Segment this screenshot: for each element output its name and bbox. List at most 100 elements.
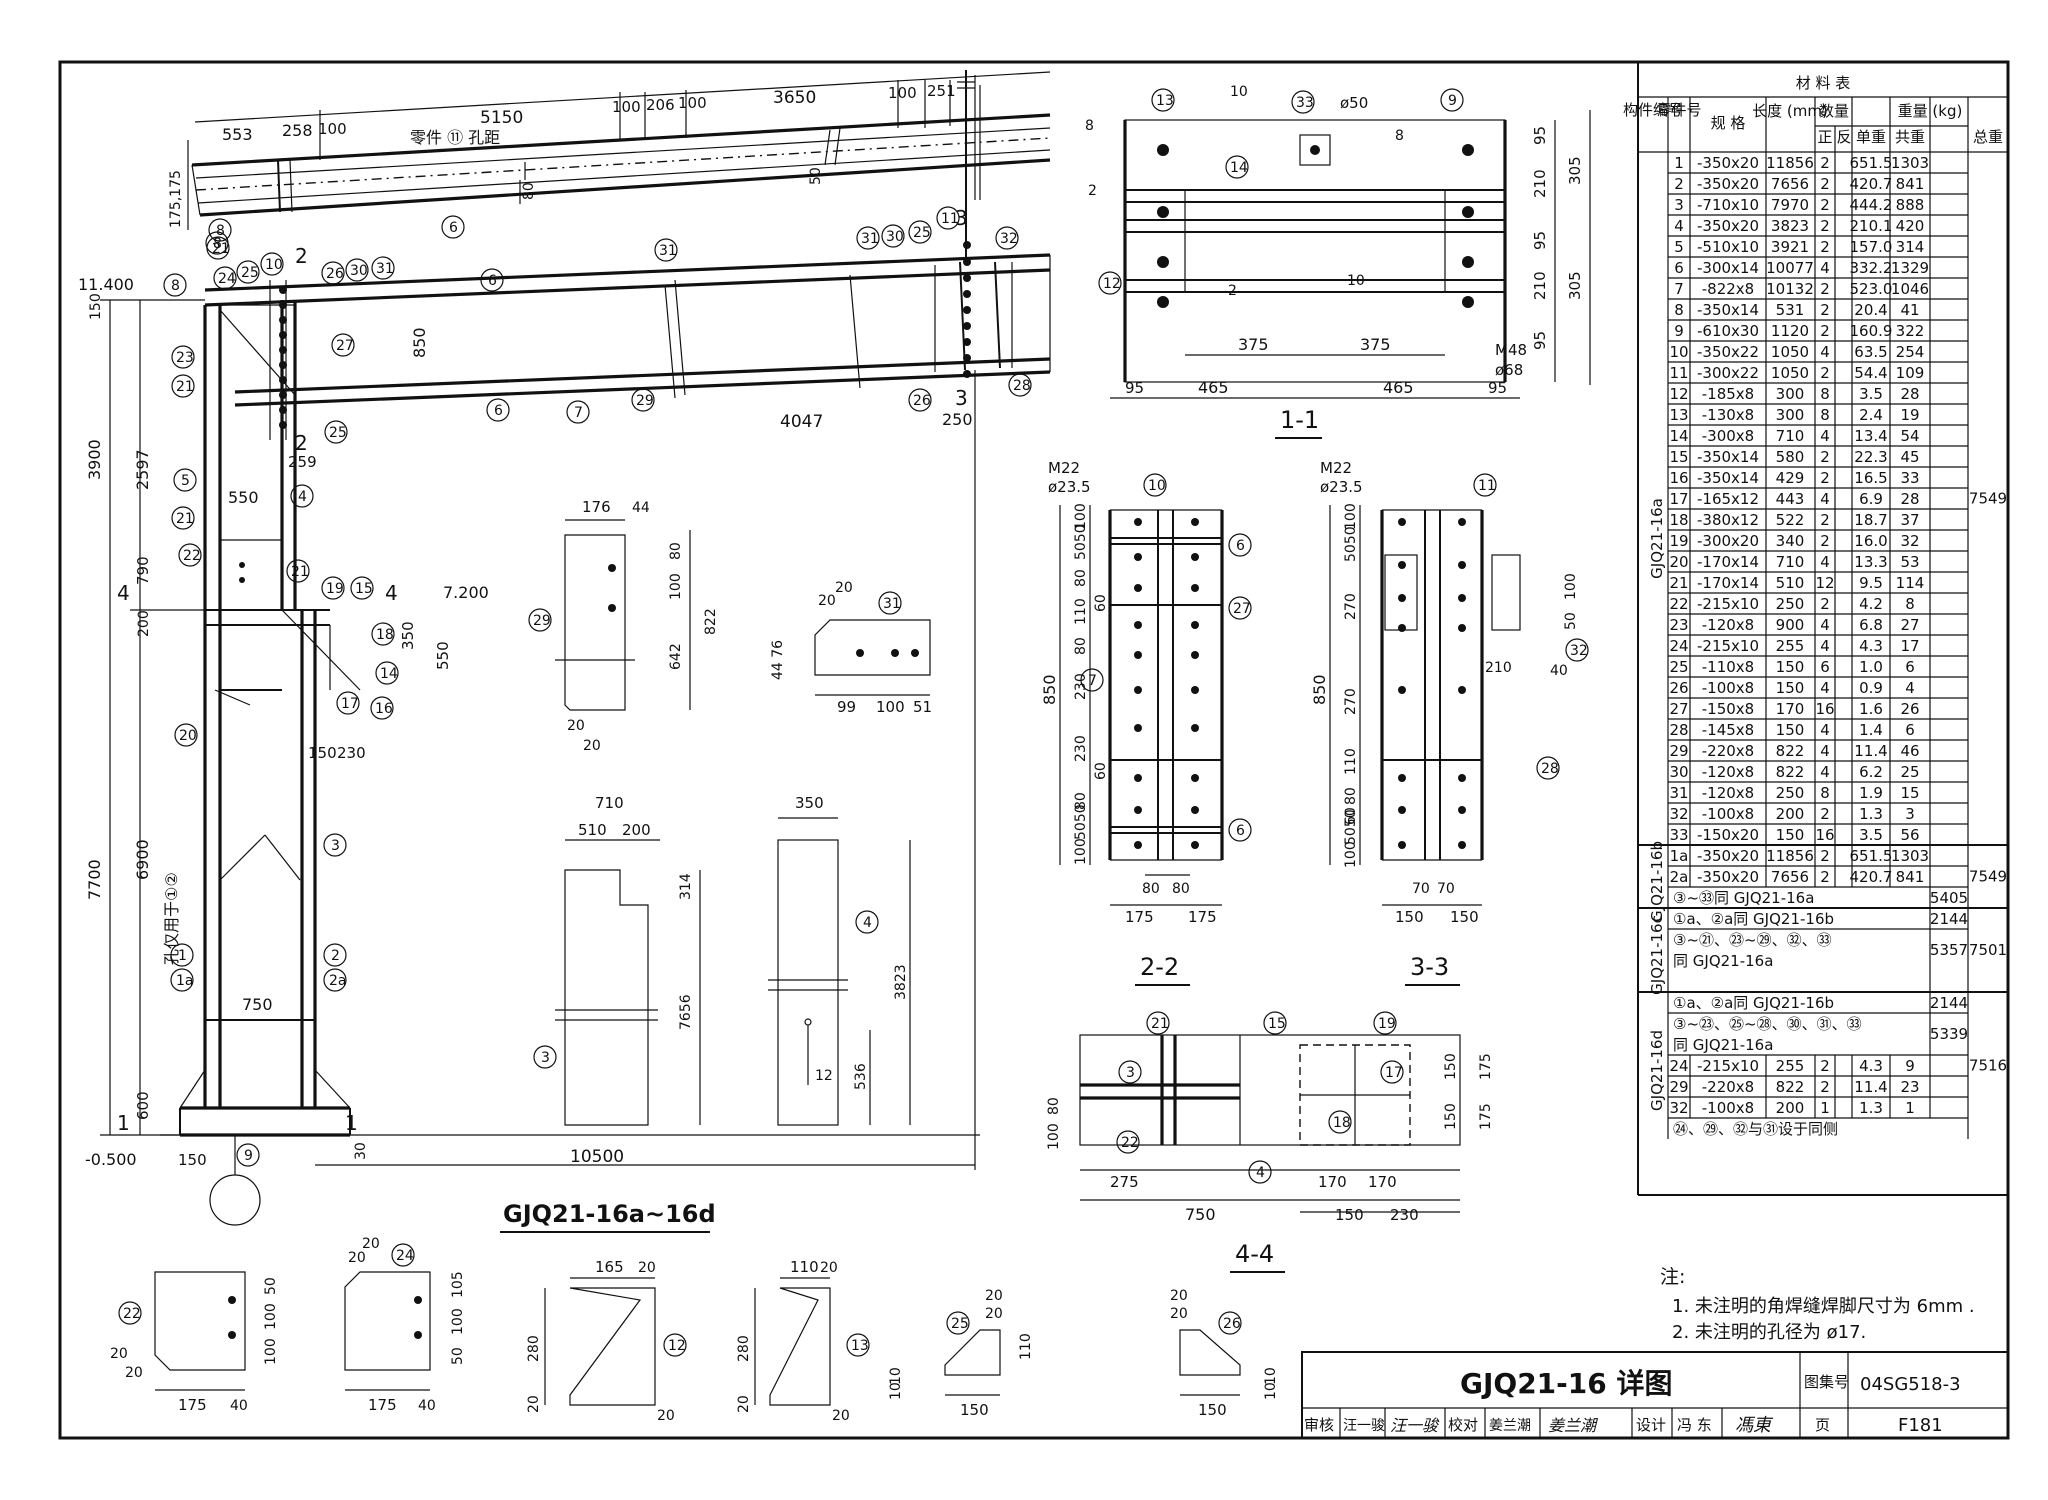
p25-20b: 20 xyxy=(985,1306,1003,1322)
cell-unit-weight: 4.3 xyxy=(1859,637,1883,655)
reviewer-signature: 汪一骏 xyxy=(1390,1416,1440,1435)
cell-total-weight: 1 xyxy=(1905,1099,1915,1117)
cell-length: 7656 xyxy=(1771,175,1809,193)
part-3 xyxy=(555,839,701,1126)
s22-80y: 80 xyxy=(1172,881,1190,897)
cell-part: 14 xyxy=(1669,427,1688,445)
part-29 xyxy=(555,519,691,711)
svg-text:11: 11 xyxy=(941,211,959,227)
dim-600: 600 xyxy=(134,1091,152,1120)
p12-20b: 20 xyxy=(526,1395,542,1413)
section-3-3 xyxy=(1329,505,1521,906)
p31-balloon: 31 xyxy=(883,596,901,612)
cell-length: 300 xyxy=(1776,406,1805,424)
cell-unit-weight: 0.9 xyxy=(1859,679,1883,697)
p22-50: 50 xyxy=(263,1277,279,1295)
dim-100a: 100 xyxy=(318,120,347,138)
cell-qty: 2 xyxy=(1820,847,1830,865)
cell-unit-weight: 157.0 xyxy=(1850,238,1893,256)
cell-part: 16 xyxy=(1669,469,1688,487)
cell-qty: 2 xyxy=(1820,196,1830,214)
s11-95c: 95 xyxy=(1531,331,1549,350)
cell-spec: -150x20 xyxy=(1697,826,1759,844)
svg-text:6: 6 xyxy=(494,403,503,419)
cell-unit-weight: 11.4 xyxy=(1854,742,1887,760)
cell-total-weight: 9 xyxy=(1905,1057,1915,1075)
cell-spec: -145x8 xyxy=(1702,721,1754,739)
cell-qty: 4 xyxy=(1820,490,1830,508)
svg-text:30: 30 xyxy=(350,263,368,279)
s33-60: 60 xyxy=(1343,807,1359,825)
s11-305b: 305 xyxy=(1566,271,1584,300)
p12-280: 280 xyxy=(526,1335,542,1362)
s44-175a: 175 xyxy=(1478,1053,1494,1080)
cell-length: 710 xyxy=(1776,427,1805,445)
dim-250: 250 xyxy=(942,410,973,429)
cell-length: 822 xyxy=(1776,1078,1805,1096)
cell-qty: 2 xyxy=(1820,469,1830,487)
s33-5050a: 5050 xyxy=(1343,526,1359,562)
elev-11400: 11.400 xyxy=(78,275,134,294)
dim-850-rafter: 850 xyxy=(410,327,429,358)
s44-80: 80 xyxy=(1046,1097,1062,1115)
p4-balloon: 4 xyxy=(863,915,872,931)
dim-200: 200 xyxy=(136,610,152,637)
p12-balloon: 12 xyxy=(668,1338,686,1354)
s11-caption: 1-1 xyxy=(1280,406,1319,434)
s11-465b: 465 xyxy=(1383,378,1414,397)
cell-unit-weight: 1.6 xyxy=(1859,700,1883,718)
hole-note-vertical: 孔仅用于①② xyxy=(162,872,181,965)
p24-20b: 20 xyxy=(348,1250,366,1266)
p31-100: 100 xyxy=(876,698,905,716)
cell-total-weight: 3 xyxy=(1905,805,1915,823)
cell-part: 28 xyxy=(1669,721,1688,739)
s11-weld8a: 8 xyxy=(1085,118,1094,134)
header-spec: 规 格 xyxy=(1711,114,1746,132)
cell-total-weight: 33 xyxy=(1900,469,1919,487)
cell-spec: -215x10 xyxy=(1697,637,1759,655)
part-25 xyxy=(944,1329,1001,1396)
cell-qty: 8 xyxy=(1820,406,1830,424)
cell-length: 11856 xyxy=(1766,154,1814,172)
cell-qty: 2 xyxy=(1820,280,1830,298)
cell-qty: 4 xyxy=(1820,259,1830,277)
p22-40: 40 xyxy=(230,1398,248,1414)
cell-unit-weight: 16.0 xyxy=(1854,532,1887,550)
cell-total-weight: 46 xyxy=(1900,742,1919,760)
s33-100b: 100 xyxy=(1343,841,1359,868)
s33-phi: ø23.5 xyxy=(1320,478,1363,496)
main-caption: GJQ21-16a~16d xyxy=(503,1200,716,1228)
s33-70a: 70 xyxy=(1412,881,1430,897)
p24-100: 100 xyxy=(450,1308,466,1335)
rafter-strip xyxy=(187,70,1051,260)
p24-40: 40 xyxy=(418,1398,436,1414)
cell-length: 250 xyxy=(1776,784,1805,802)
cell-part: 13 xyxy=(1669,406,1688,424)
cell-length: 340 xyxy=(1776,532,1805,550)
s33-150a: 150 xyxy=(1395,908,1424,926)
bolt-holes-main xyxy=(239,241,971,583)
part-4 xyxy=(768,817,911,1126)
cell-spec: -100x8 xyxy=(1702,1099,1754,1117)
svg-text:6: 6 xyxy=(1236,538,1245,554)
d-last-note: ㉔、㉙、㉜与㉛设于同侧 xyxy=(1673,1120,1838,1138)
cell-qty: 4 xyxy=(1820,721,1830,739)
cell-part: 9 xyxy=(1674,322,1684,340)
s22-60b: 60 xyxy=(1093,762,1109,780)
section-2-2 xyxy=(1059,505,1224,906)
p29-176: 176 xyxy=(582,498,611,516)
checker-name: 姜兰潮 xyxy=(1489,1418,1531,1434)
cell-qty: 4 xyxy=(1820,637,1830,655)
s33-210: 210 xyxy=(1485,660,1512,676)
d-note-1-weight: 2144 xyxy=(1930,994,1968,1012)
dim-10500: 10500 xyxy=(570,1147,624,1167)
s11-305a: 305 xyxy=(1566,156,1584,185)
svg-text:14: 14 xyxy=(380,666,398,682)
p29-80: 80 xyxy=(668,542,684,560)
page-label: 页 xyxy=(1815,1416,1830,1434)
dim-50-strip: 50 xyxy=(808,167,824,185)
p3-510: 510 xyxy=(578,821,607,839)
designer-signature: 馮東 xyxy=(1735,1415,1774,1436)
svg-text:1a: 1a xyxy=(176,973,194,989)
s22-60a: 60 xyxy=(1093,594,1109,612)
